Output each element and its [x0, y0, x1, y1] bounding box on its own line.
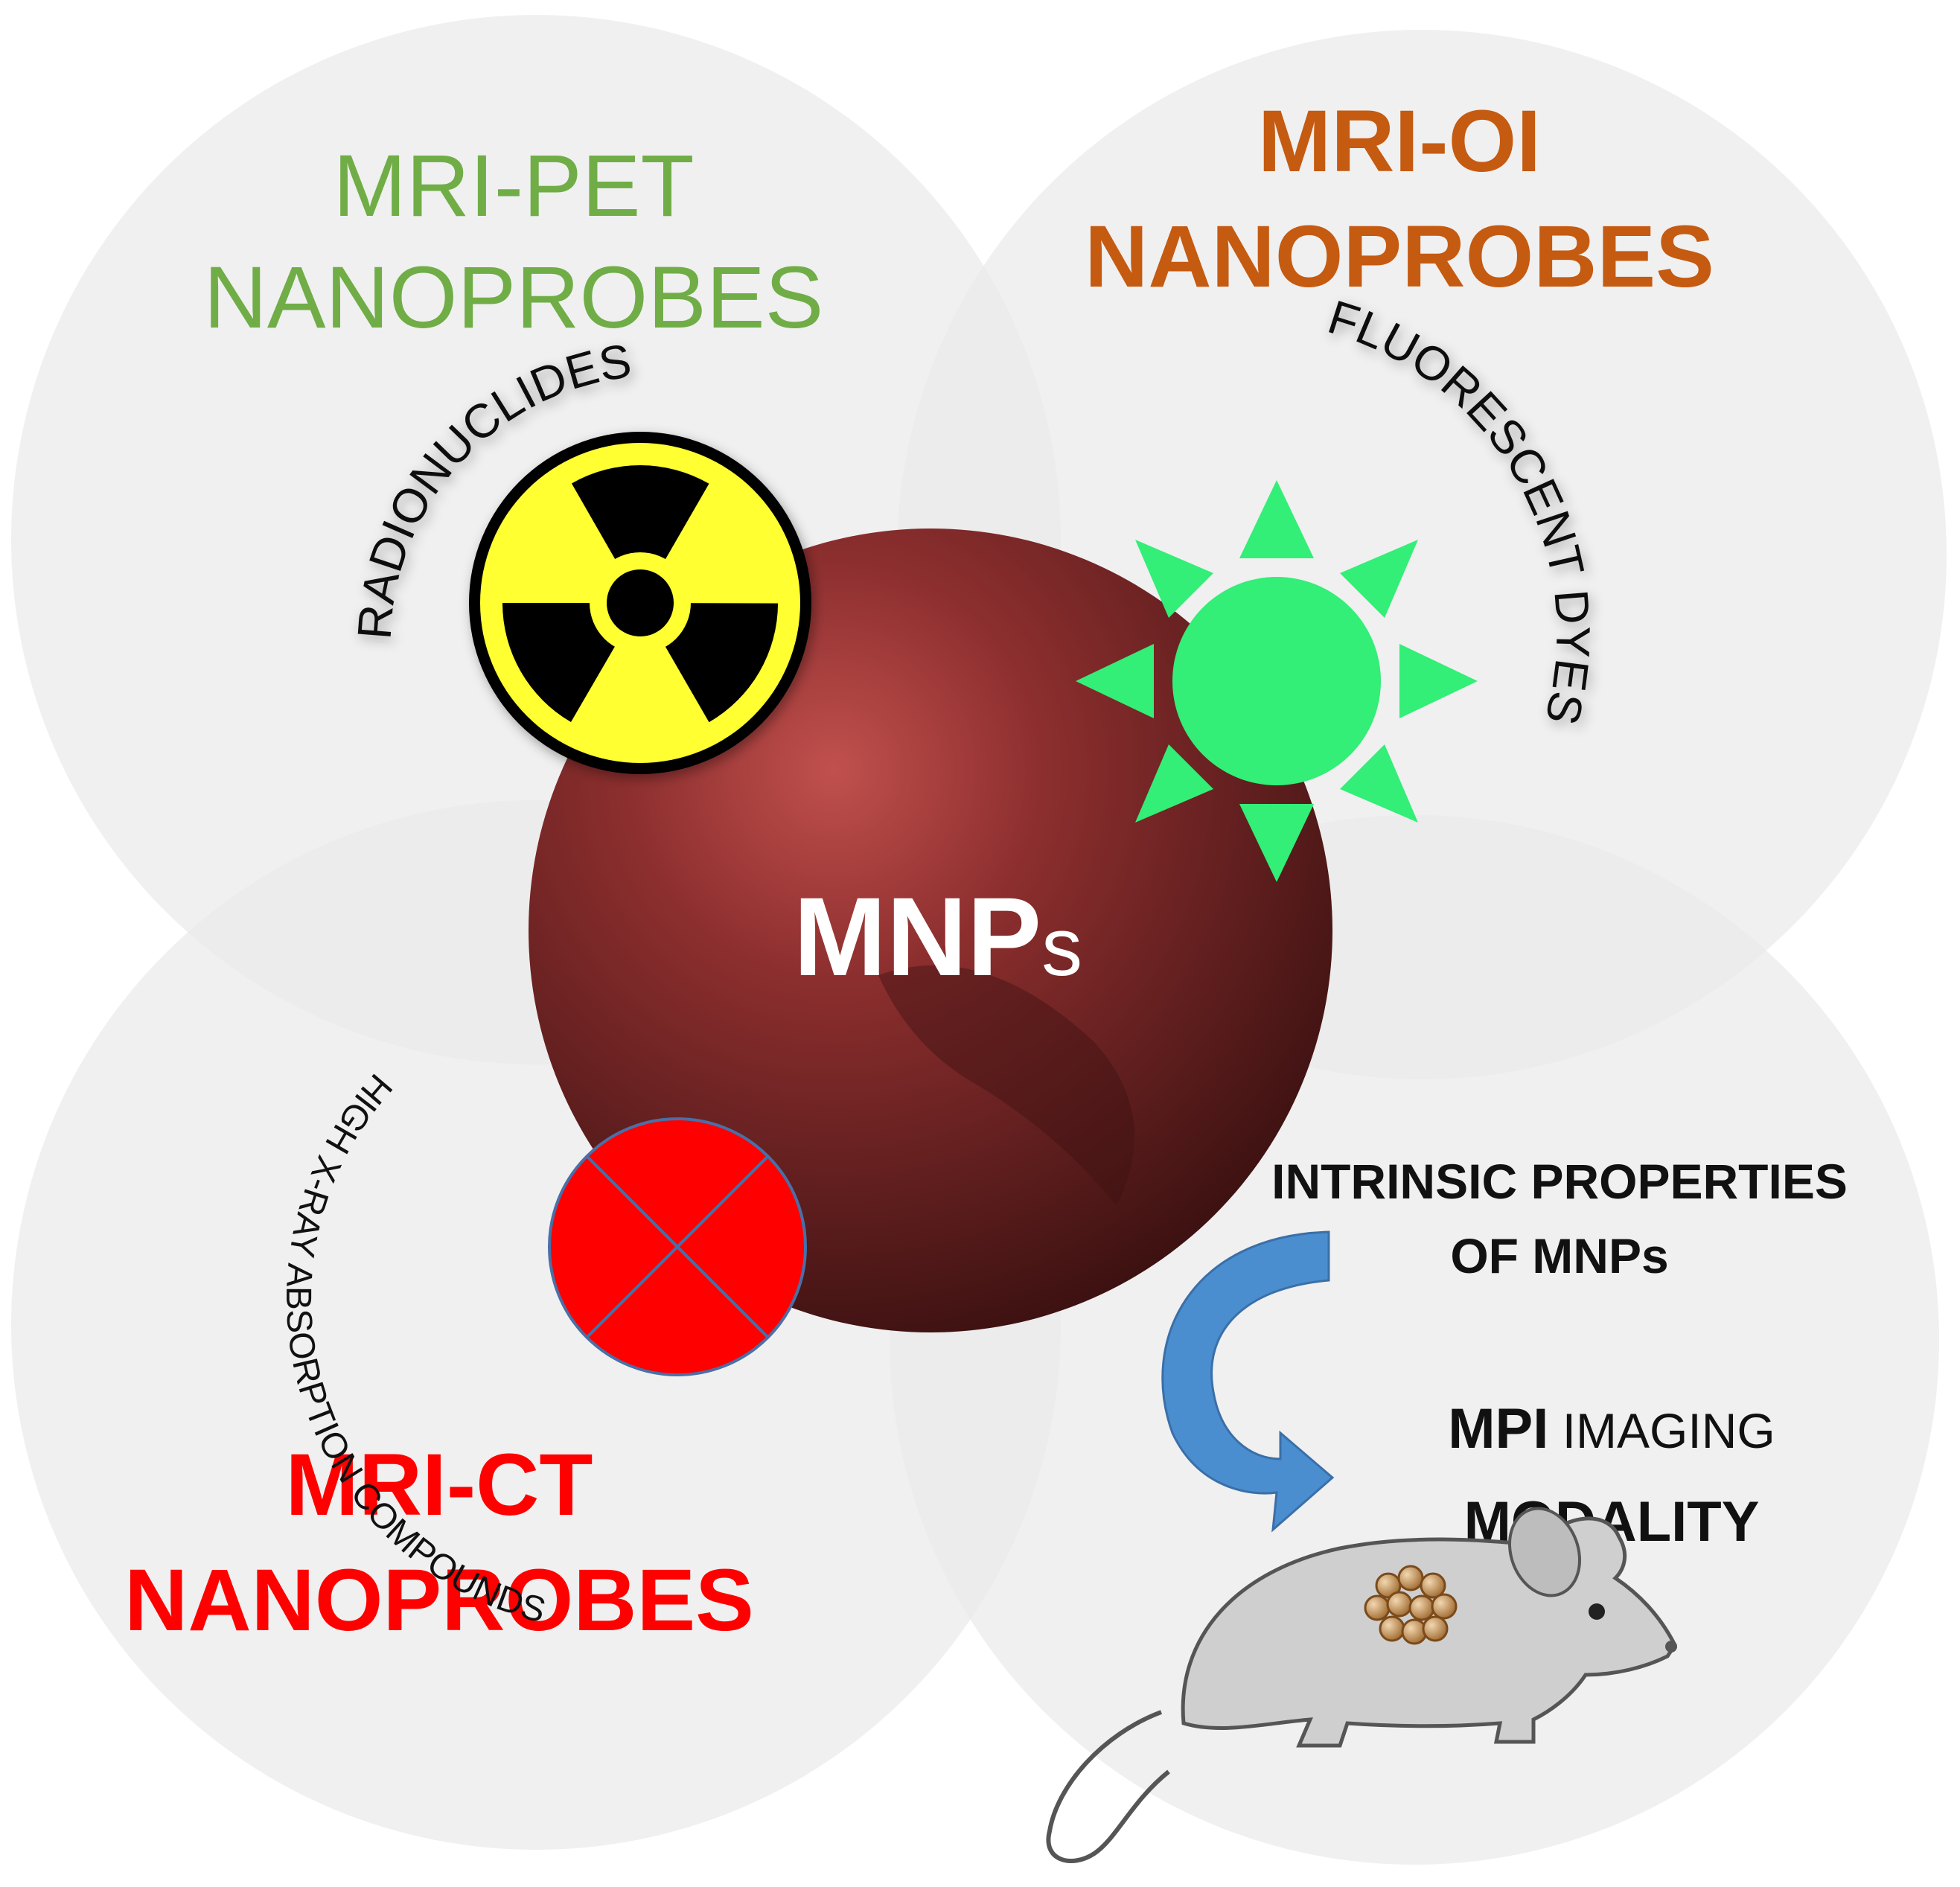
- curved-arrow-icon: [1161, 1230, 1335, 1533]
- intrinsic-properties-line2: OF MNPs: [1450, 1228, 1668, 1283]
- ct-title-line2: NANOPROBES: [124, 1551, 754, 1650]
- pet-title-line1: MRI-PET: [333, 137, 694, 235]
- mpi-modality-line1: MPI IMAGING: [1448, 1397, 1775, 1460]
- radiation-icon: [469, 432, 811, 774]
- sun-icon: [1076, 480, 1478, 882]
- mnp-label: MNPs: [794, 874, 1082, 999]
- oi-title-line2: NANOPROBES: [1085, 208, 1714, 306]
- nanoparticle-cluster: [1364, 1565, 1458, 1645]
- ct-title-line1: MRI-CT: [286, 1436, 593, 1534]
- oi-title-line1: MRI-OI: [1258, 92, 1541, 191]
- xray-icon: [548, 1117, 807, 1376]
- pet-title-line2: NANOPROBES: [204, 249, 824, 347]
- intrinsic-properties-line1: INTRINSIC PROPERTIES: [1271, 1154, 1848, 1209]
